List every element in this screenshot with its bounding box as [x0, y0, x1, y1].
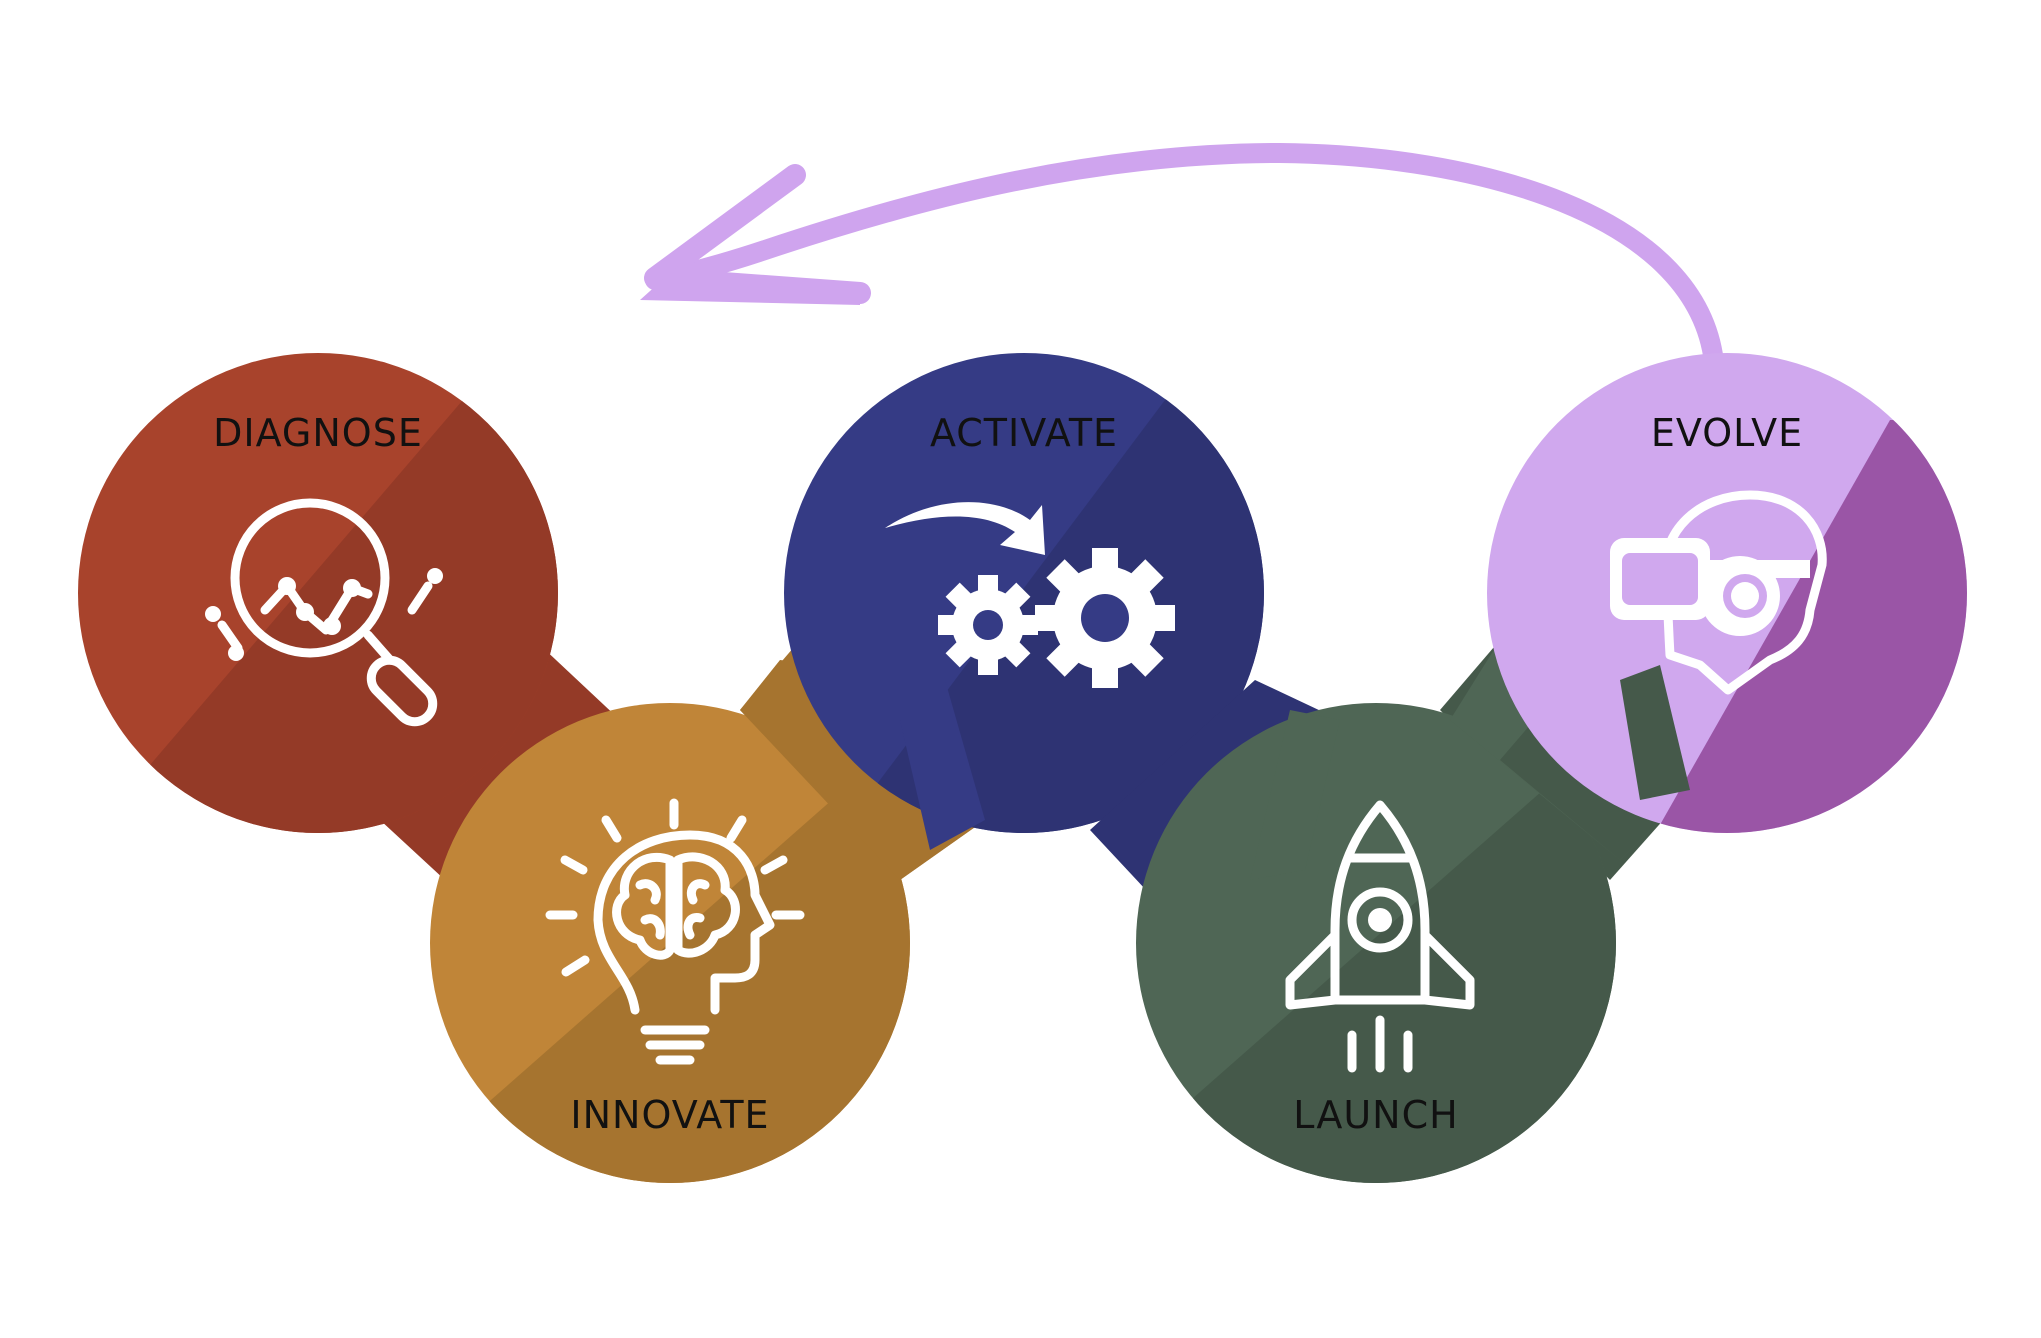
stage-label-innovate: INNOVATE [570, 1093, 769, 1137]
stage-label-launch: LAUNCH [1293, 1093, 1458, 1137]
rocket-icon [1285, 800, 1475, 1073]
brain-lightbulb-icon [545, 798, 805, 1065]
gears-arrow-icon [885, 502, 1175, 688]
stage-label-diagnose: DIAGNOSE [213, 411, 423, 455]
magnifier-chart-icon [205, 498, 443, 727]
stage-label-evolve: EVOLVE [1651, 411, 1803, 455]
stage-label-activate: ACTIVATE [930, 411, 1118, 455]
vr-headset-head-icon [1610, 490, 1827, 695]
loop-back-arrow [640, 142, 1723, 365]
